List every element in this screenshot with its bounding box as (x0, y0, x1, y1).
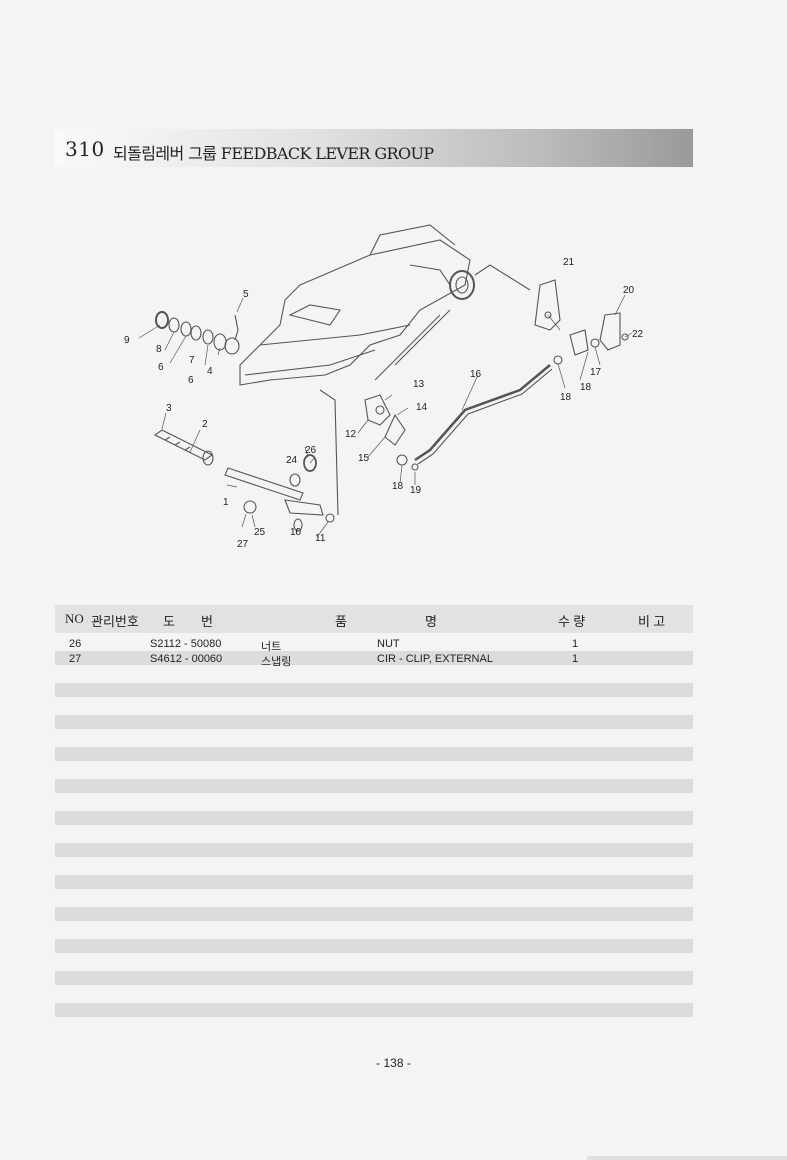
callout-label: 5 (243, 289, 249, 300)
page-number: - 138 - (376, 1056, 411, 1070)
cell-qty: 1 (572, 638, 579, 650)
table-stripe (55, 939, 693, 953)
table-stripe (55, 907, 693, 921)
callout-label: 12 (345, 429, 357, 440)
callout-label: 27 (237, 539, 249, 550)
callout-label: 7 (189, 355, 195, 366)
parts-table-header: NO 관리번호 도 번 품 명 수 량 비 고 (55, 605, 693, 633)
table-stripe (55, 875, 693, 889)
header-quantity: 수 량 (558, 614, 586, 629)
bracket-22 (534, 279, 561, 331)
callout-label: 25 (254, 527, 266, 538)
table-stripe (55, 811, 693, 825)
section-header: 310 되돌림레버 그룹 FEEDBACK LEVER GROUP (55, 129, 693, 167)
callout-label: 17 (590, 367, 602, 378)
table-stripe (55, 651, 693, 665)
cell-drawing-no: S2112 - 50080 (150, 638, 222, 650)
scan-edge (587, 1156, 787, 1160)
table-stripe (55, 715, 693, 729)
callout-label: 21 (563, 257, 575, 268)
callout-label: 11 (315, 533, 326, 544)
table-row: 26 S2112 - 50080 너트 NUT 1 (55, 638, 693, 653)
callout-label: 3 (166, 403, 172, 414)
callout-label: 6 (158, 362, 164, 373)
callout-label: 9 (124, 335, 130, 346)
callout-label: 1 (223, 497, 229, 508)
callout-label: 19 (410, 485, 422, 496)
callout-label: 6 (188, 375, 194, 386)
table-stripe (55, 747, 693, 761)
cell-drawing-no: S4612 - 00060 (150, 653, 223, 665)
header-part-name-1: 품 (335, 614, 347, 629)
header-remarks: 비 고 (638, 614, 666, 629)
cell-no: 27 (69, 653, 82, 665)
callout-label: 24 (286, 455, 298, 466)
callout-label: 26 (305, 445, 317, 456)
callout-label: 2 (202, 419, 208, 430)
header-drawing-no: 도 번 (163, 614, 213, 629)
callout-label: 8 (156, 344, 162, 355)
callout-label: 10 (290, 527, 302, 538)
housing-outline (239, 239, 471, 386)
cell-no: 26 (69, 638, 82, 650)
callout-label: 16 (470, 369, 482, 380)
exploded-parts-diagram: 5 9 8 6 7 4 6 3 2 1 27 25 10 11 24 26 13… (124, 224, 644, 550)
cell-qty: 1 (572, 653, 579, 665)
callout-label: 18 (392, 481, 404, 492)
shaft-1 (224, 467, 304, 501)
header-management-no: 관리번호 (91, 614, 139, 629)
table-stripe (55, 843, 693, 857)
cell-name-kr: 너트 (261, 641, 282, 653)
cell-name-en: NUT (377, 638, 400, 650)
callout-label: 20 (623, 285, 635, 296)
callout-label: 14 (416, 402, 428, 413)
callout-label: 15 (358, 453, 370, 464)
section-title: 되돌림레버 그룹 FEEDBACK LEVER GROUP (113, 144, 434, 163)
table-stripe (55, 683, 693, 697)
table-stripe (55, 1003, 693, 1017)
table-stripe (55, 779, 693, 793)
callout-labels: 5 9 8 6 7 4 6 3 2 1 27 25 10 11 24 26 13… (124, 257, 644, 550)
callout-label: 18 (580, 382, 592, 393)
lever-10 (284, 499, 324, 516)
table-row: 27 S4612 - 00060 스냅링 CIR - CLIP, EXTERNA… (55, 653, 693, 668)
cell-name-kr: 스냅링 (261, 656, 292, 668)
section-number: 310 (65, 137, 105, 161)
header-no: NO (65, 611, 84, 626)
callout-label: 4 (207, 366, 213, 377)
callout-label: 22 (632, 329, 644, 340)
bracket-21 (599, 312, 621, 351)
header-part-name-2: 명 (425, 614, 437, 629)
table-stripe (55, 971, 693, 985)
callout-label: 13 (413, 379, 425, 390)
cell-name-en: CIR - CLIP, EXTERNAL (377, 653, 493, 665)
callout-label: 18 (560, 392, 572, 403)
rod-16 (414, 364, 551, 462)
